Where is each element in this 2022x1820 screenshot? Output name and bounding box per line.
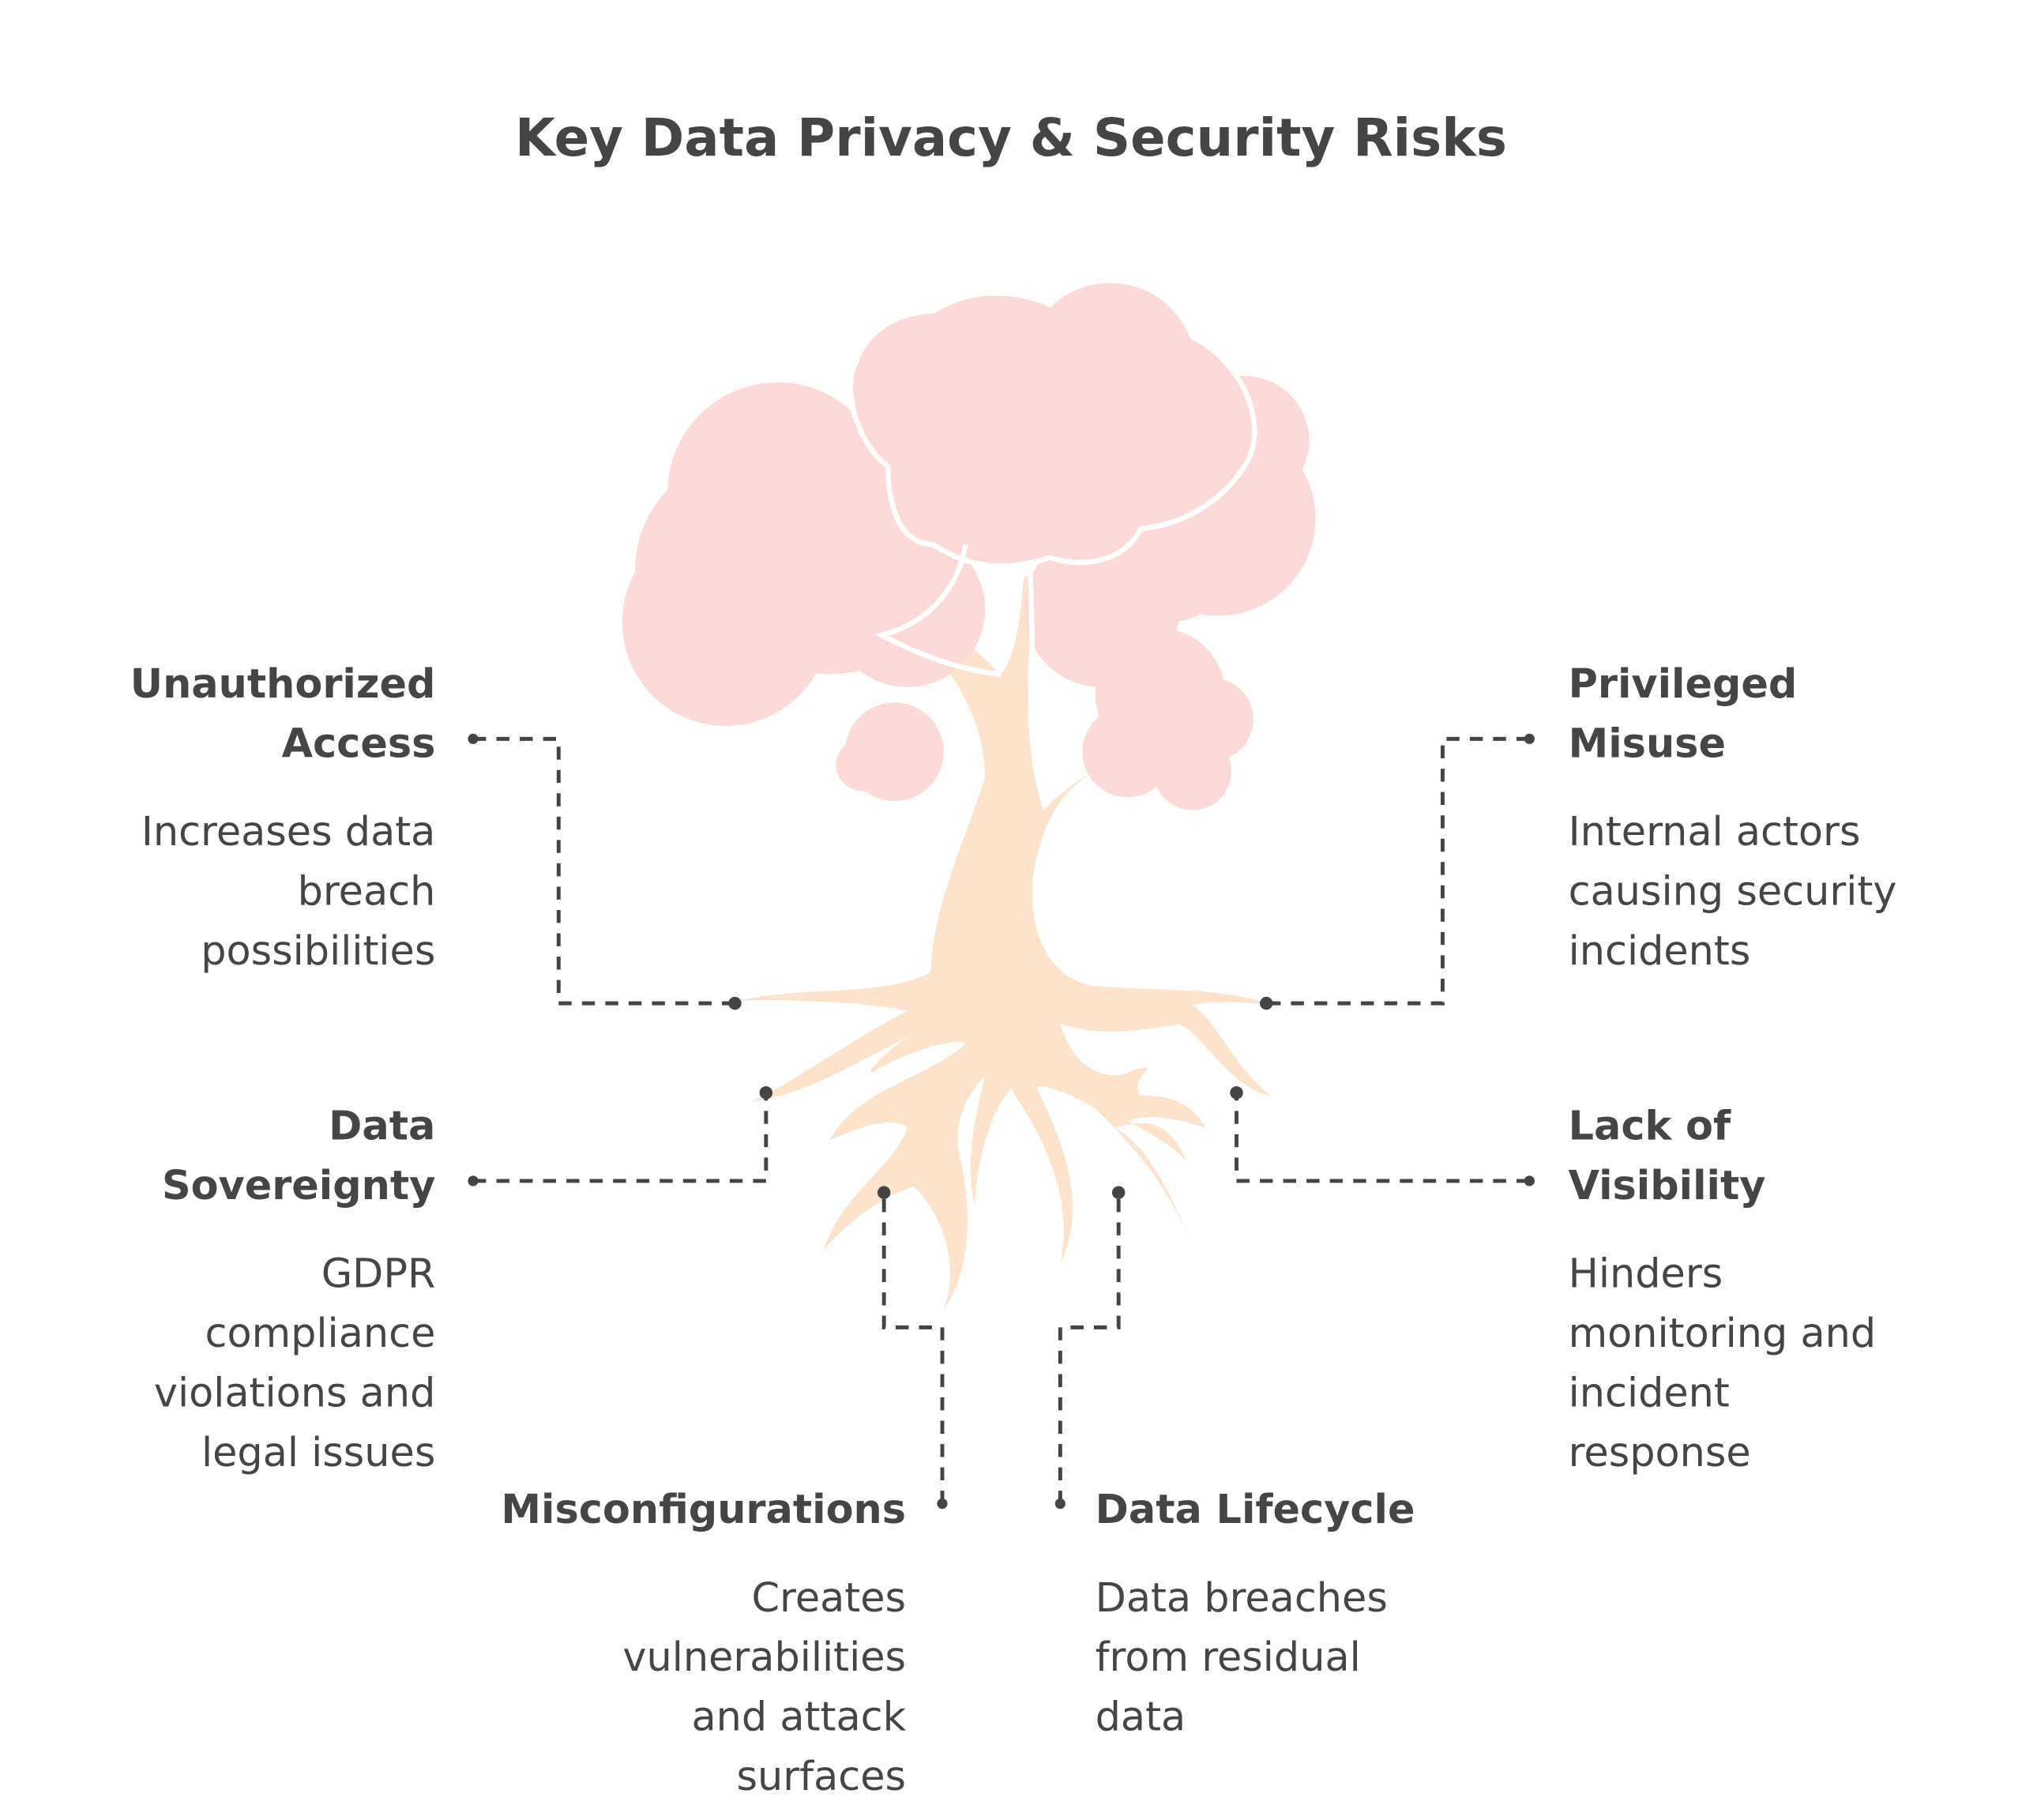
desc-line: compliance <box>205 1310 436 1358</box>
desc-line: data <box>1095 1694 1186 1741</box>
risk-description: GDPR compliance violations and legal issues <box>8 1244 436 1483</box>
risk-description: Creates vulnerabilities and attack surfaces <box>479 1569 907 1807</box>
connector-data-sovereignty <box>472 1092 769 1183</box>
risk-description: Increases data breach possibilities <box>8 803 436 981</box>
connector-dots <box>468 733 1535 1510</box>
desc-line: Data breaches <box>1095 1574 1388 1622</box>
desc-line: Increases data <box>141 808 436 856</box>
title-line: Misuse <box>1568 720 1726 768</box>
connector-privileged-misuse <box>1266 736 1530 1006</box>
desc-line: Creates <box>751 1574 907 1622</box>
title-line: Lack of <box>1568 1103 1731 1150</box>
risk-data-lifecycle: Data Lifecycle Data breaches from residua… <box>1096 1480 1524 1747</box>
title-line: Sovereignty <box>161 1162 436 1210</box>
risk-title: Data Lifecycle <box>1096 1480 1524 1540</box>
title-line: Data Lifecycle <box>1095 1487 1415 1534</box>
risk-description: Data breaches from residual data <box>1096 1569 1524 1747</box>
risk-title: Misconfigurations <box>479 1480 907 1540</box>
desc-line: response <box>1568 1430 1751 1477</box>
desc-line: monitoring and <box>1568 1310 1877 1358</box>
desc-line: from residual <box>1095 1634 1361 1682</box>
risk-description: Hinders monitoring and incident response <box>1569 1244 1997 1483</box>
desc-line: incidents <box>1568 927 1751 976</box>
desc-line: breach <box>297 868 436 916</box>
tree-top-cloud <box>848 277 1257 678</box>
desc-line: surfaces <box>736 1754 907 1801</box>
title-line: Access <box>281 720 436 768</box>
risk-title: Lack of Visibility <box>1569 1096 1997 1216</box>
title-line: Privileged <box>1568 660 1798 708</box>
connector-lack-of-visibility <box>1235 1092 1530 1183</box>
desc-line: Hinders <box>1568 1250 1723 1298</box>
desc-line: vulnerabilities <box>622 1634 907 1682</box>
risk-misconfigurations: Misconfigurations Creates vulnerabilities… <box>479 1480 907 1807</box>
diagram-title: Key Data Privacy & Security Risks <box>514 108 1507 169</box>
desc-line: Internal actors <box>1568 808 1861 856</box>
title-line: Unauthorized <box>130 660 436 708</box>
title-line: Misconfigurations <box>501 1487 907 1534</box>
title-line: Visibility <box>1568 1162 1766 1210</box>
tree-trunk-and-roots <box>739 570 1271 1310</box>
desc-line: causing security <box>1568 868 1897 916</box>
desc-line: possibilities <box>201 927 436 976</box>
desc-line: GDPR <box>321 1250 436 1298</box>
desc-line: incident <box>1568 1370 1730 1417</box>
connector-misconfigurations <box>881 1192 945 1504</box>
connectors <box>472 736 1530 1504</box>
connector-unauthorized-access <box>472 736 735 1006</box>
title-line: Data <box>329 1103 436 1150</box>
desc-line: legal issues <box>201 1430 436 1477</box>
risk-description: Internal actors causing security incidents <box>1569 803 1997 981</box>
desc-line: and attack <box>691 1694 907 1741</box>
risk-lack-of-visibility: Lack of Visibility Hinders monitoring and i… <box>1569 1096 1997 1483</box>
desc-line: violations and <box>153 1370 436 1417</box>
